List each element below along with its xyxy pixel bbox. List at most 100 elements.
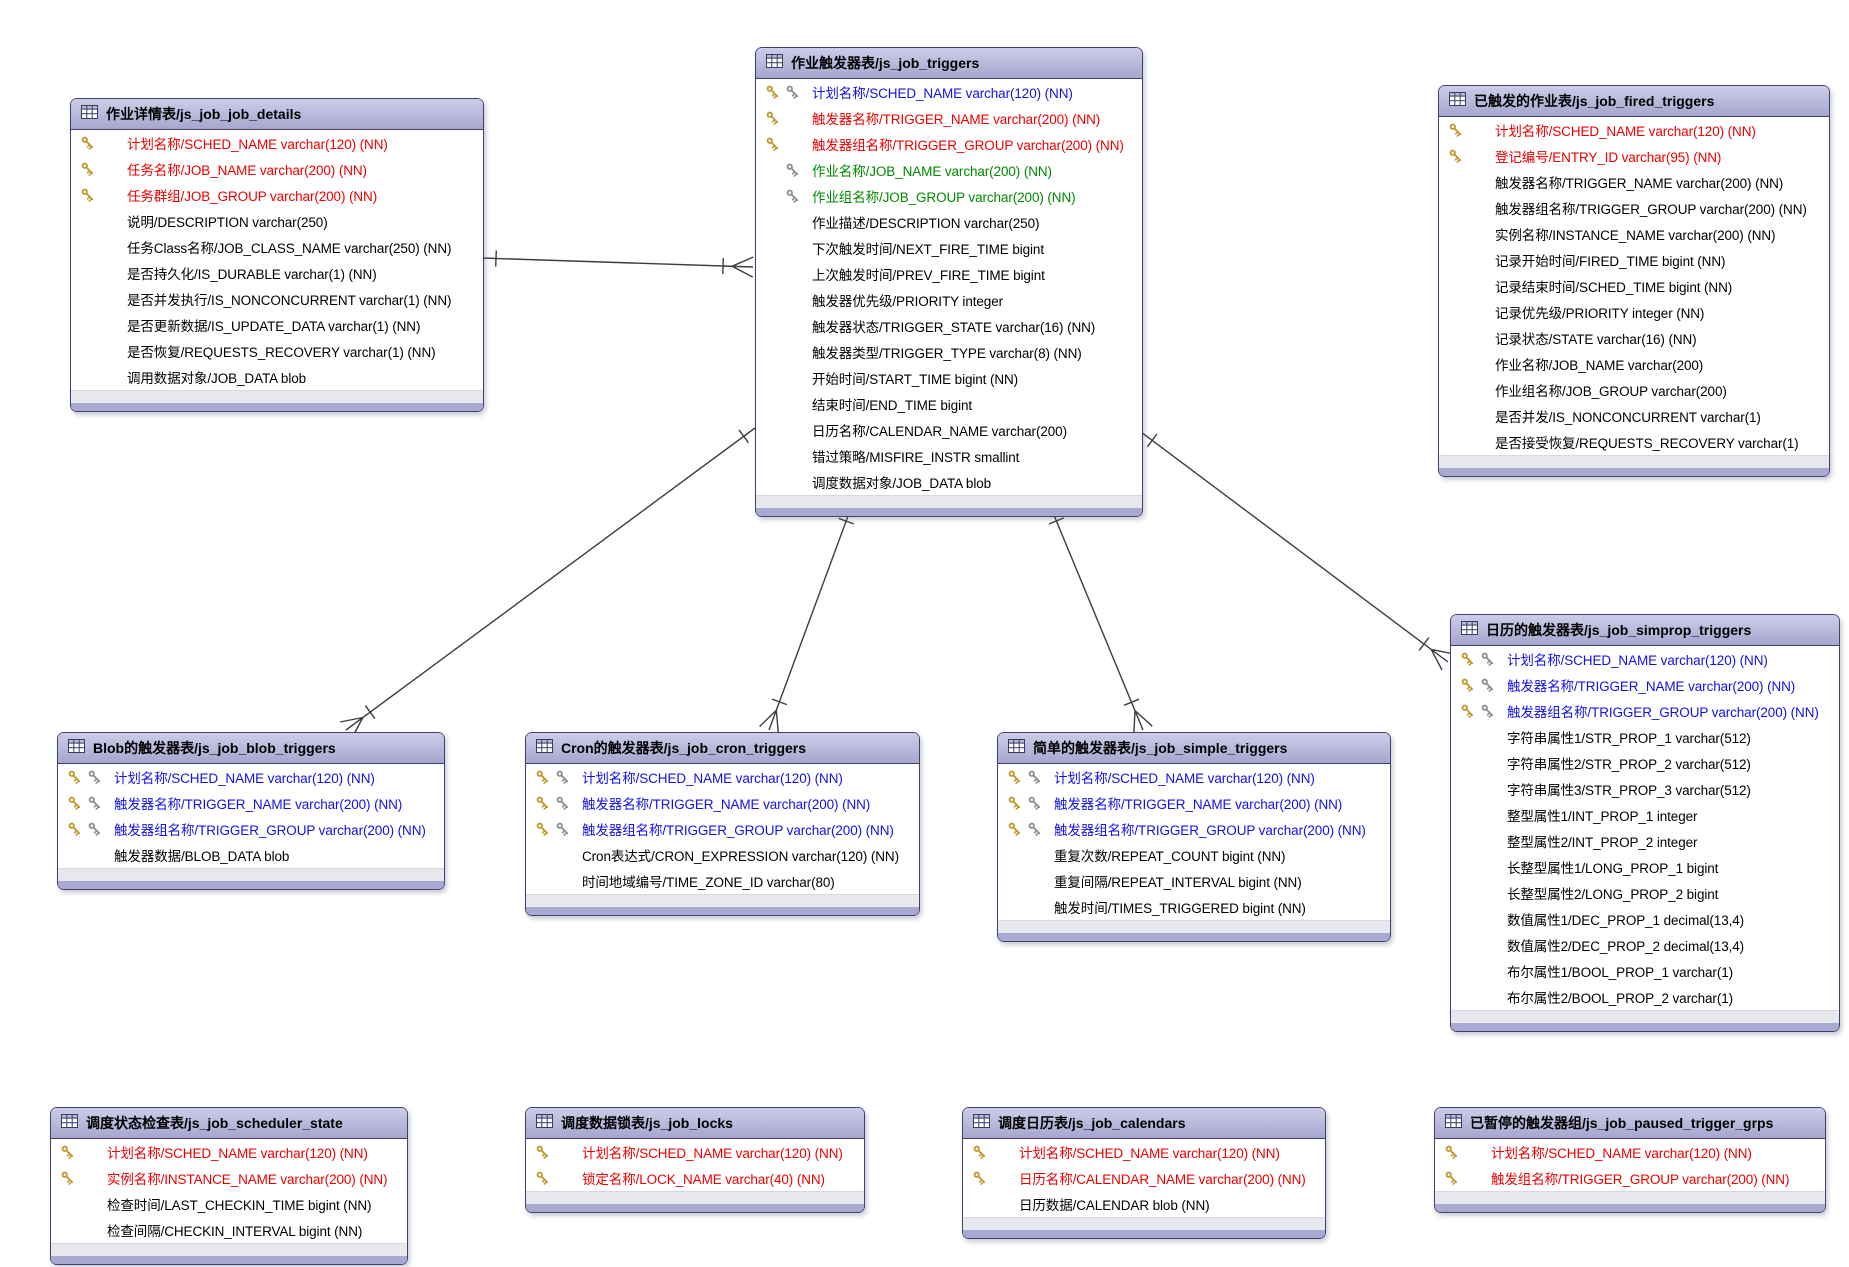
field-row[interactable]: 触发器组名称/TRIGGER_GROUP varchar(200) (NN): [998, 816, 1390, 842]
field-row[interactable]: 是否更新数据/IS_UPDATE_DATA varchar(1) (NN): [71, 312, 483, 338]
field-row[interactable]: 检查时间/LAST_CHECKIN_TIME bigint (NN): [51, 1191, 407, 1217]
field-row[interactable]: 触发器组名称/TRIGGER_GROUP varchar(200) (NN): [526, 816, 919, 842]
field-row[interactable]: 计划名称/SCHED_NAME varchar(120) (NN): [1435, 1139, 1825, 1165]
field-row[interactable]: 实例名称/INSTANCE_NAME varchar(200) (NN): [1439, 221, 1829, 247]
relationship-js_job_triggers-to-js_job_blob_triggers[interactable]: [339, 427, 756, 739]
field-row[interactable]: 触发器类型/TRIGGER_TYPE varchar(8) (NN): [756, 339, 1142, 365]
field-row[interactable]: 整型属性2/INT_PROP_2 integer: [1451, 828, 1839, 854]
field-row[interactable]: 触发器名称/TRIGGER_NAME varchar(200) (NN): [756, 105, 1142, 131]
field-row[interactable]: 数值属性2/DEC_PROP_2 decimal(13,4): [1451, 932, 1839, 958]
field-row[interactable]: 长整型属性1/LONG_PROP_1 bigint: [1451, 854, 1839, 880]
field-row[interactable]: 触发器组名称/TRIGGER_GROUP varchar(200) (NN): [58, 816, 444, 842]
field-row[interactable]: 字符串属性3/STR_PROP_3 varchar(512): [1451, 776, 1839, 802]
table-header[interactable]: 已触发的作业表/js_job_fired_triggers: [1439, 86, 1829, 117]
field-row[interactable]: 检查间隔/CHECKIN_INTERVAL bigint (NN): [51, 1217, 407, 1243]
field-row[interactable]: 重复次数/REPEAT_COUNT bigint (NN): [998, 842, 1390, 868]
table-header[interactable]: 日历的触发器表/js_job_simprop_triggers: [1451, 615, 1839, 646]
field-row[interactable]: 字符串属性2/STR_PROP_2 varchar(512): [1451, 750, 1839, 776]
field-row[interactable]: 计划名称/SCHED_NAME varchar(120) (NN): [756, 79, 1142, 105]
table-header[interactable]: 调度状态检查表/js_job_scheduler_state: [51, 1108, 407, 1139]
field-row[interactable]: 整型属性1/INT_PROP_1 integer: [1451, 802, 1839, 828]
table-js_job_calendars[interactable]: 调度日历表/js_job_calendars 计划名称/SCHED_NAME v…: [962, 1107, 1326, 1239]
table-js_job_simple_triggers[interactable]: 简单的触发器表/js_job_simple_triggers 计划名称/SCHE…: [997, 732, 1391, 942]
field-row[interactable]: 是否接受恢复/REQUESTS_RECOVERY varchar(1): [1439, 429, 1829, 455]
table-header[interactable]: Blob的触发器表/js_job_blob_triggers: [58, 733, 444, 764]
field-row[interactable]: 说明/DESCRIPTION varchar(250): [71, 208, 483, 234]
field-row[interactable]: 触发器状态/TRIGGER_STATE varchar(16) (NN): [756, 313, 1142, 339]
field-row[interactable]: 计划名称/SCHED_NAME varchar(120) (NN): [1439, 117, 1829, 143]
field-row[interactable]: 调用数据对象/JOB_DATA blob: [71, 364, 483, 390]
field-row[interactable]: Cron表达式/CRON_EXPRESSION varchar(120) (NN…: [526, 842, 919, 868]
table-js_job_paused_trigger_grps[interactable]: 已暂停的触发器组/js_job_paused_trigger_grps 计划名称…: [1434, 1107, 1826, 1213]
field-row[interactable]: 布尔属性2/BOOL_PROP_2 varchar(1): [1451, 984, 1839, 1010]
field-row[interactable]: 触发器名称/TRIGGER_NAME varchar(200) (NN): [526, 790, 919, 816]
field-row[interactable]: 触发器优先级/PRIORITY integer: [756, 287, 1142, 313]
table-js_job_cron_triggers[interactable]: Cron的触发器表/js_job_cron_triggers 计划名称/SCHE…: [525, 732, 920, 916]
table-js_job_blob_triggers[interactable]: Blob的触发器表/js_job_blob_triggers 计划名称/SCHE…: [57, 732, 445, 890]
field-row[interactable]: 触发器名称/TRIGGER_NAME varchar(200) (NN): [998, 790, 1390, 816]
field-row[interactable]: 字符串属性1/STR_PROP_1 varchar(512): [1451, 724, 1839, 750]
field-row[interactable]: 错过策略/MISFIRE_INSTR smallint: [756, 443, 1142, 469]
table-header[interactable]: 简单的触发器表/js_job_simple_triggers: [998, 733, 1390, 764]
field-row[interactable]: 任务名称/JOB_NAME varchar(200) (NN): [71, 156, 483, 182]
field-row[interactable]: 触发器组名称/TRIGGER_GROUP varchar(200) (NN): [1451, 698, 1839, 724]
table-header[interactable]: 已暂停的触发器组/js_job_paused_trigger_grps: [1435, 1108, 1825, 1139]
field-row[interactable]: 计划名称/SCHED_NAME varchar(120) (NN): [58, 764, 444, 790]
table-header[interactable]: 作业触发器表/js_job_triggers: [756, 48, 1142, 79]
field-row[interactable]: 计划名称/SCHED_NAME varchar(120) (NN): [51, 1139, 407, 1165]
field-row[interactable]: 时间地域编号/TIME_ZONE_ID varchar(80): [526, 868, 919, 894]
field-row[interactable]: 记录开始时间/FIRED_TIME bigint (NN): [1439, 247, 1829, 273]
table-js_job_triggers[interactable]: 作业触发器表/js_job_triggers 计划名称/SCHED_NAME v…: [755, 47, 1143, 517]
field-row[interactable]: 下次触发时间/NEXT_FIRE_TIME bigint: [756, 235, 1142, 261]
table-header[interactable]: 调度数据锁表/js_job_locks: [526, 1108, 864, 1139]
field-row[interactable]: 计划名称/SCHED_NAME varchar(120) (NN): [526, 1139, 864, 1165]
field-row[interactable]: 是否并发执行/IS_NONCONCURRENT varchar(1) (NN): [71, 286, 483, 312]
field-row[interactable]: 触发器组名称/TRIGGER_GROUP varchar(200) (NN): [756, 131, 1142, 157]
field-row[interactable]: 触发器名称/TRIGGER_NAME varchar(200) (NN): [1451, 672, 1839, 698]
table-js_job_simprop_triggers[interactable]: 日历的触发器表/js_job_simprop_triggers 计划名称/SCH…: [1450, 614, 1840, 1032]
field-row[interactable]: 作业名称/JOB_NAME varchar(200) (NN): [756, 157, 1142, 183]
relationship-js_job_triggers-to-js_job_cron_triggers[interactable]: [759, 507, 854, 734]
field-row[interactable]: 是否恢复/REQUESTS_RECOVERY varchar(1) (NN): [71, 338, 483, 364]
field-row[interactable]: 计划名称/SCHED_NAME varchar(120) (NN): [526, 764, 919, 790]
field-row[interactable]: 调度数据对象/JOB_DATA blob: [756, 469, 1142, 495]
field-row[interactable]: 布尔属性1/BOOL_PROP_1 varchar(1): [1451, 958, 1839, 984]
field-row[interactable]: 登记编号/ENTRY_ID varchar(95) (NN): [1439, 143, 1829, 169]
field-row[interactable]: 计划名称/SCHED_NAME varchar(120) (NN): [963, 1139, 1325, 1165]
field-row[interactable]: 作业描述/DESCRIPTION varchar(250): [756, 209, 1142, 235]
table-header[interactable]: 作业详情表/js_job_job_details: [71, 99, 483, 130]
table-js_job_fired_triggers[interactable]: 已触发的作业表/js_job_fired_triggers 计划名称/SCHED…: [1438, 85, 1830, 477]
field-row[interactable]: 记录优先级/PRIORITY integer (NN): [1439, 299, 1829, 325]
field-row[interactable]: 日历名称/CALENDAR_NAME varchar(200) (NN): [963, 1165, 1325, 1191]
field-row[interactable]: 触发组名称/TRIGGER_GROUP varchar(200) (NN): [1435, 1165, 1825, 1191]
field-row[interactable]: 计划名称/SCHED_NAME varchar(120) (NN): [71, 130, 483, 156]
field-row[interactable]: 记录状态/STATE varchar(16) (NN): [1439, 325, 1829, 351]
table-header[interactable]: 调度日历表/js_job_calendars: [963, 1108, 1325, 1139]
field-row[interactable]: 结束时间/END_TIME bigint: [756, 391, 1142, 417]
relationship-js_job_triggers-to-js_job_simple_triggers[interactable]: [1048, 507, 1153, 734]
field-row[interactable]: 触发器数据/BLOB_DATA blob: [58, 842, 444, 868]
field-row[interactable]: 上次触发时间/PREV_FIRE_TIME bigint: [756, 261, 1142, 287]
field-row[interactable]: 触发器名称/TRIGGER_NAME varchar(200) (NN): [58, 790, 444, 816]
field-row[interactable]: 开始时间/START_TIME bigint (NN): [756, 365, 1142, 391]
field-row[interactable]: 锁定名称/LOCK_NAME varchar(40) (NN): [526, 1165, 864, 1191]
field-row[interactable]: 长整型属性2/LONG_PROP_2 bigint: [1451, 880, 1839, 906]
table-header[interactable]: Cron的触发器表/js_job_cron_triggers: [526, 733, 919, 764]
field-row[interactable]: 是否并发/IS_NONCONCURRENT varchar(1): [1439, 403, 1829, 429]
field-row[interactable]: 作业组名称/JOB_GROUP varchar(200): [1439, 377, 1829, 403]
field-row[interactable]: 任务Class名称/JOB_CLASS_NAME varchar(250) (N…: [71, 234, 483, 260]
field-row[interactable]: 重复间隔/REPEAT_INTERVAL bigint (NN): [998, 868, 1390, 894]
field-row[interactable]: 日历数据/CALENDAR blob (NN): [963, 1191, 1325, 1217]
field-row[interactable]: 实例名称/INSTANCE_NAME varchar(200) (NN): [51, 1165, 407, 1191]
field-row[interactable]: 作业名称/JOB_NAME varchar(200): [1439, 351, 1829, 377]
field-row[interactable]: 是否持久化/IS_DURABLE varchar(1) (NN): [71, 260, 483, 286]
field-row[interactable]: 触发器组名称/TRIGGER_GROUP varchar(200) (NN): [1439, 195, 1829, 221]
field-row[interactable]: 数值属性1/DEC_PROP_1 decimal(13,4): [1451, 906, 1839, 932]
field-row[interactable]: 计划名称/SCHED_NAME varchar(120) (NN): [998, 764, 1390, 790]
field-row[interactable]: 触发器名称/TRIGGER_NAME varchar(200) (NN): [1439, 169, 1829, 195]
field-row[interactable]: 触发时间/TIMES_TRIGGERED bigint (NN): [998, 894, 1390, 920]
relationship-js_job_triggers-to-js_job_simprop_triggers[interactable]: [1140, 431, 1455, 671]
table-js_job_job_details[interactable]: 作业详情表/js_job_job_details 计划名称/SCHED_NAME…: [70, 98, 484, 412]
field-row[interactable]: 计划名称/SCHED_NAME varchar(120) (NN): [1451, 646, 1839, 672]
field-row[interactable]: 作业组名称/JOB_GROUP varchar(200) (NN): [756, 183, 1142, 209]
